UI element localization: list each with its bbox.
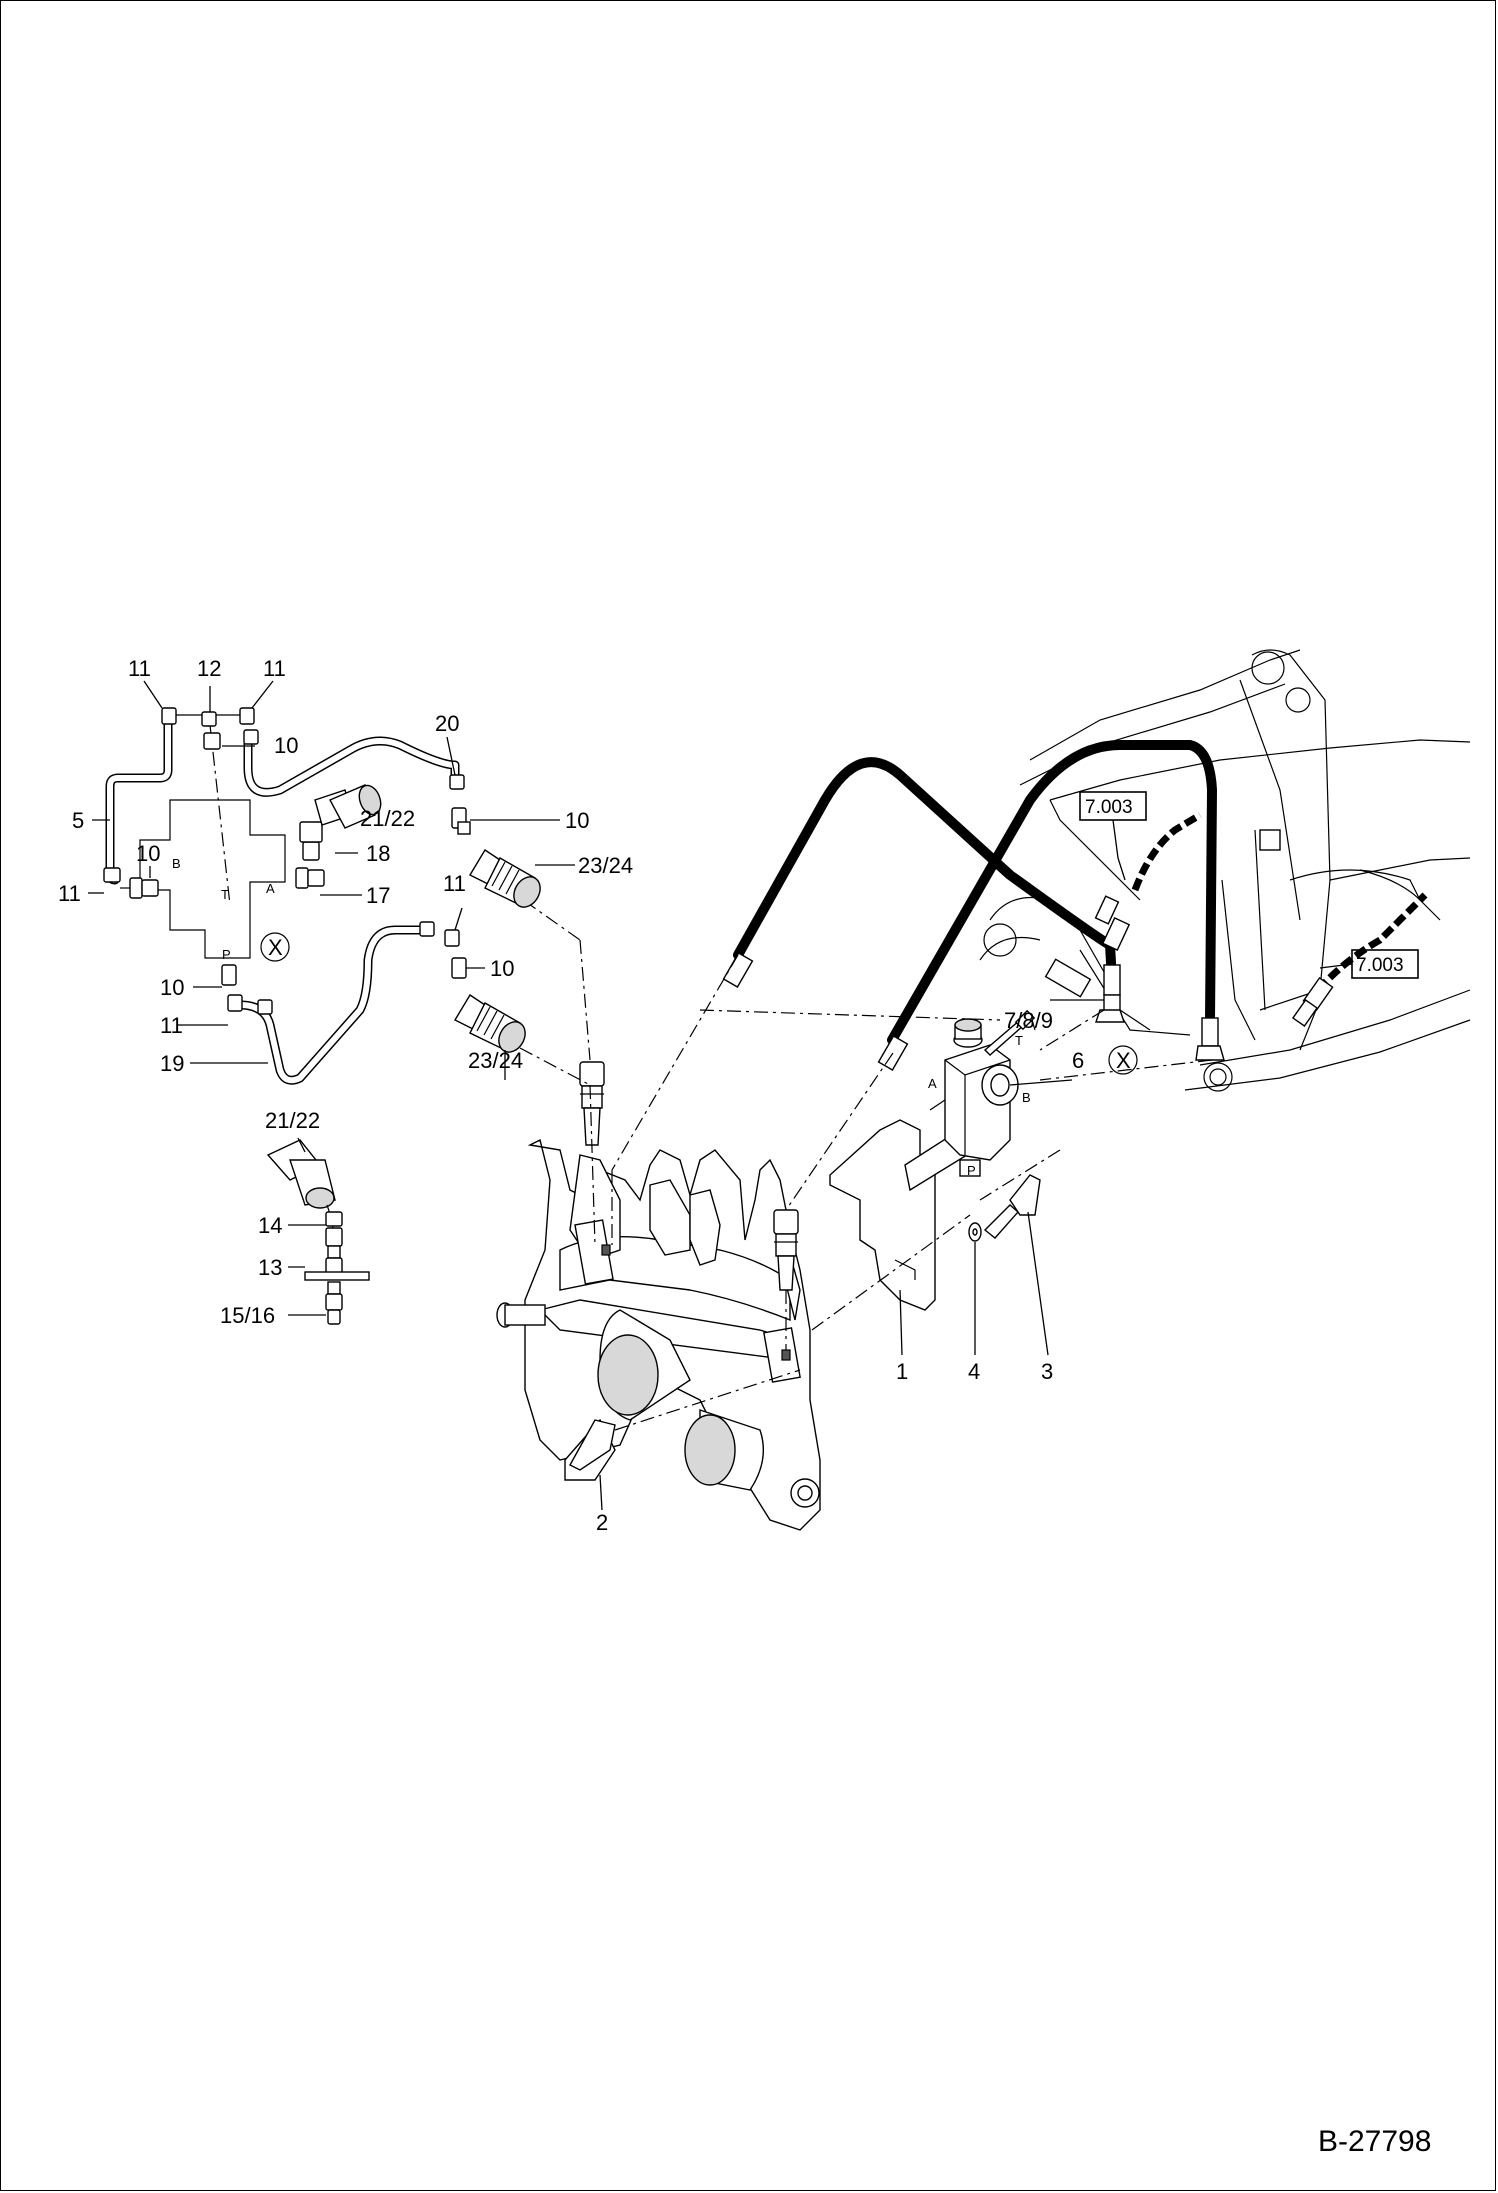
callout-21-22-lower: 21/22 xyxy=(265,1108,320,1133)
callout-23-24-lower: 23/24 xyxy=(468,1048,523,1073)
cross-reference-box-lower: 7.003 xyxy=(1319,949,1419,979)
quick-coupler-frame xyxy=(496,1138,821,1531)
valve-block-schematic: B A P T xyxy=(139,799,286,962)
locking-wedge xyxy=(569,1419,616,1471)
coupler-nipple-right xyxy=(773,1209,799,1291)
detail-marker-x-left-label: X xyxy=(268,935,283,960)
lever-and-washer xyxy=(968,1174,1041,1242)
callout-18: 18 xyxy=(366,841,390,866)
callout-11-mid: 11 xyxy=(443,871,466,896)
fitting-stack-21-22 xyxy=(266,1139,370,1325)
detail-marker-x-left: X xyxy=(260,932,290,962)
callout-2: 2 xyxy=(596,1510,608,1535)
callout-10-mid-upper: 10 xyxy=(565,808,589,833)
callout-7-8-9: 7/8/9 xyxy=(1004,1008,1053,1033)
callout-15-16: 15/16 xyxy=(220,1303,275,1328)
schematic-fittings xyxy=(103,707,471,1015)
document-id: B-27798 xyxy=(1318,2125,1431,2158)
callout-3: 3 xyxy=(1041,1359,1053,1384)
valve-port-t: T xyxy=(1015,1033,1023,1048)
port-label-a: A xyxy=(266,881,275,896)
callout-14: 14 xyxy=(258,1213,282,1238)
callout-12: 12 xyxy=(197,656,221,681)
port-label-p: P xyxy=(222,947,231,962)
port-label-t: T xyxy=(221,887,229,902)
hose-fittings xyxy=(722,895,1334,1071)
callouts: 11 12 11 10 20 5 10 11 21/22 18 17 10 23… xyxy=(58,656,1084,1535)
callout-6: 6 xyxy=(1072,1048,1084,1073)
callout-11-top-right: 11 xyxy=(263,656,286,681)
callout-5: 5 xyxy=(72,808,84,833)
hydraulic-hoses xyxy=(733,740,1428,1045)
callout-23-24-upper: 23/24 xyxy=(578,853,633,878)
valve-port-p: P xyxy=(967,1163,976,1178)
port-label-b: B xyxy=(172,856,181,871)
callout-11-top-left: 11 xyxy=(128,656,151,681)
callout-1: 1 xyxy=(896,1359,908,1384)
callout-10-top: 10 xyxy=(274,733,298,758)
callout-10-left: 10 xyxy=(136,841,160,866)
detail-marker-x-right-label: X xyxy=(1116,1048,1131,1073)
detail-marker-x-right: X xyxy=(1108,1045,1138,1075)
callout-4: 4 xyxy=(968,1359,980,1384)
switch-valve xyxy=(929,1018,1019,1177)
assembly-lines xyxy=(209,724,1213,1431)
valve-port-b: B xyxy=(1022,1090,1031,1105)
cross-reference-lower-label: 7.003 xyxy=(1356,955,1404,976)
callout-10-lower: 10 xyxy=(160,975,184,1000)
callout-17: 17 xyxy=(366,883,390,908)
loader-arm-outline xyxy=(979,649,1471,1092)
cross-reference-box-upper: 7.003 xyxy=(1079,791,1147,881)
quick-coupler-socket-upper xyxy=(469,849,541,908)
leader-lines xyxy=(88,680,1073,1511)
cross-reference-upper-label: 7.003 xyxy=(1085,797,1133,818)
callout-20: 20 xyxy=(435,711,459,736)
callout-10-mid-lower: 10 xyxy=(490,956,514,981)
coupler-nipple-left xyxy=(579,1061,605,1146)
callout-11-lower: 11 xyxy=(160,1013,183,1038)
callout-19: 19 xyxy=(160,1051,184,1076)
callout-21-22-upper: 21/22 xyxy=(360,806,415,831)
callout-13: 13 xyxy=(258,1255,282,1280)
valve-screws xyxy=(983,1009,1036,1056)
callout-11-left: 11 xyxy=(58,881,81,906)
valve-port-a: A xyxy=(928,1076,937,1091)
